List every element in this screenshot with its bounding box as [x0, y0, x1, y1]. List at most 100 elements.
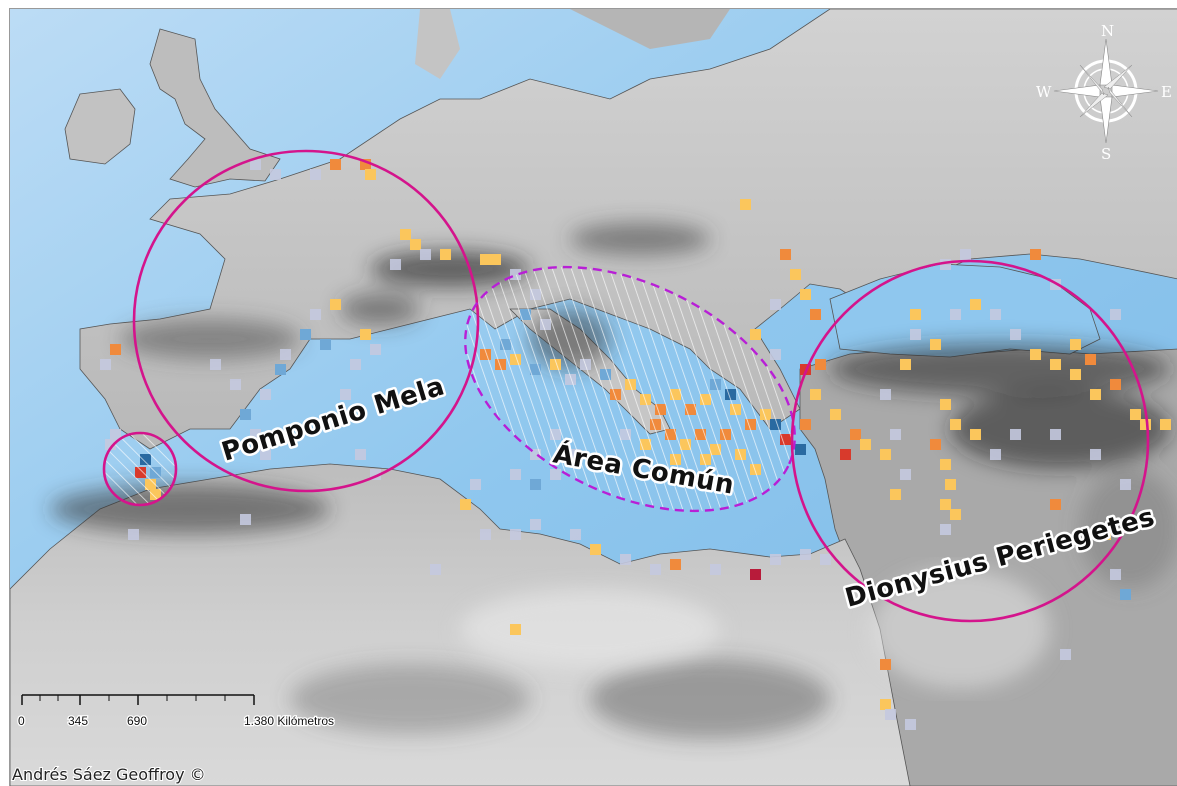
- data-cell: [990, 449, 1001, 460]
- data-cell: [1050, 359, 1061, 370]
- data-cell: [470, 479, 481, 490]
- data-cell: [740, 199, 751, 210]
- data-cell: [440, 249, 451, 260]
- data-cell: [270, 169, 281, 180]
- data-cell: [355, 449, 366, 460]
- data-cell: [370, 469, 381, 480]
- data-cell: [1110, 379, 1121, 390]
- data-cell: [950, 309, 961, 320]
- map-frame[interactable]: Pomponio Mela Área Común Dionysius Perie…: [9, 8, 1177, 786]
- data-cell: [960, 249, 971, 260]
- data-cell: [360, 159, 371, 170]
- data-cell: [365, 169, 376, 180]
- area-comun-hatch: [465, 267, 795, 511]
- data-cell: [1070, 369, 1081, 380]
- data-cell: [480, 254, 491, 265]
- compass-north-point-icon: [1099, 38, 1113, 86]
- data-cell: [880, 449, 891, 460]
- data-cell: [400, 229, 411, 240]
- data-cell: [1050, 499, 1061, 510]
- data-cell: [1070, 339, 1081, 350]
- data-cell: [620, 554, 631, 565]
- data-cell: [795, 444, 806, 455]
- pomponio-mela-ring[interactable]: [132, 149, 480, 493]
- data-cell: [1140, 419, 1151, 430]
- data-cell: [390, 259, 401, 270]
- data-cell: [280, 349, 291, 360]
- data-cell: [950, 419, 961, 430]
- data-cell: [1090, 389, 1101, 400]
- data-cell: [330, 299, 341, 310]
- data-cell: [320, 339, 331, 350]
- data-cell: [1010, 429, 1021, 440]
- scale-tick-1380: 1.380 Kilómetros: [244, 714, 334, 728]
- data-cell: [460, 499, 471, 510]
- data-cell: [105, 439, 116, 450]
- landmass-jutland: [415, 9, 460, 79]
- data-cell: [790, 269, 801, 280]
- data-cell: [1010, 329, 1021, 340]
- data-cell: [900, 469, 911, 480]
- map-credit: Andrés Sáez Geoffroy ©: [12, 765, 206, 784]
- data-cell: [750, 329, 761, 340]
- data-cell: [850, 429, 861, 440]
- data-cell: [1130, 409, 1141, 420]
- data-cell: [940, 459, 951, 470]
- compass-label-east: E: [1161, 83, 1172, 101]
- data-cell: [890, 429, 901, 440]
- data-cell: [880, 389, 891, 400]
- data-cell: [900, 359, 911, 370]
- data-cell: [1120, 589, 1131, 600]
- data-cell: [275, 364, 286, 375]
- data-cell: [250, 159, 261, 170]
- data-cell: [310, 309, 321, 320]
- data-cell: [590, 544, 601, 555]
- data-cell: [670, 559, 681, 570]
- landmass-scandinavia: [350, 9, 730, 49]
- data-cell: [770, 349, 781, 360]
- data-cell: [950, 509, 961, 520]
- data-cell: [230, 379, 241, 390]
- data-cell: [360, 329, 371, 340]
- data-cell: [905, 719, 916, 730]
- data-cell: [1110, 569, 1121, 580]
- data-cell: [240, 514, 251, 525]
- data-cell: [970, 429, 981, 440]
- data-cell: [750, 569, 761, 580]
- data-cell: [570, 529, 581, 540]
- data-cell: [510, 529, 521, 540]
- dionysius-periegetes-ring[interactable]: [790, 259, 1150, 623]
- data-cell: [880, 699, 891, 710]
- data-cell: [430, 564, 441, 575]
- data-cell: [350, 359, 361, 370]
- data-cell: [300, 329, 311, 340]
- data-cell: [510, 624, 521, 635]
- data-cell: [800, 419, 811, 430]
- data-cell: [1090, 449, 1101, 460]
- data-cell: [490, 254, 501, 265]
- data-cell: [1100, 529, 1111, 540]
- small-region-ring[interactable]: [102, 431, 178, 507]
- map-canvas[interactable]: Pomponio Mela Área Común Dionysius Perie…: [10, 9, 1177, 786]
- data-cell: [780, 249, 791, 260]
- compass-label-west: W: [1036, 83, 1052, 101]
- data-cell: [1085, 354, 1096, 365]
- data-cell: [940, 399, 951, 410]
- data-cell: [330, 159, 341, 170]
- data-cell: [970, 299, 981, 310]
- area-comun-ring[interactable]: [426, 217, 834, 560]
- data-cell: [930, 339, 941, 350]
- scale-tick-345: 345: [68, 714, 88, 728]
- data-cell: [885, 709, 896, 720]
- data-cell: [1110, 309, 1121, 320]
- data-cell: [550, 469, 561, 480]
- data-cell: [1160, 419, 1171, 430]
- data-cell: [930, 439, 941, 450]
- data-cell: [815, 359, 826, 370]
- data-cell: [530, 479, 541, 490]
- data-cell: [310, 169, 321, 180]
- data-cell: [800, 549, 811, 560]
- data-cell: [110, 429, 121, 440]
- data-cell: [260, 389, 271, 400]
- data-cell: [210, 359, 221, 370]
